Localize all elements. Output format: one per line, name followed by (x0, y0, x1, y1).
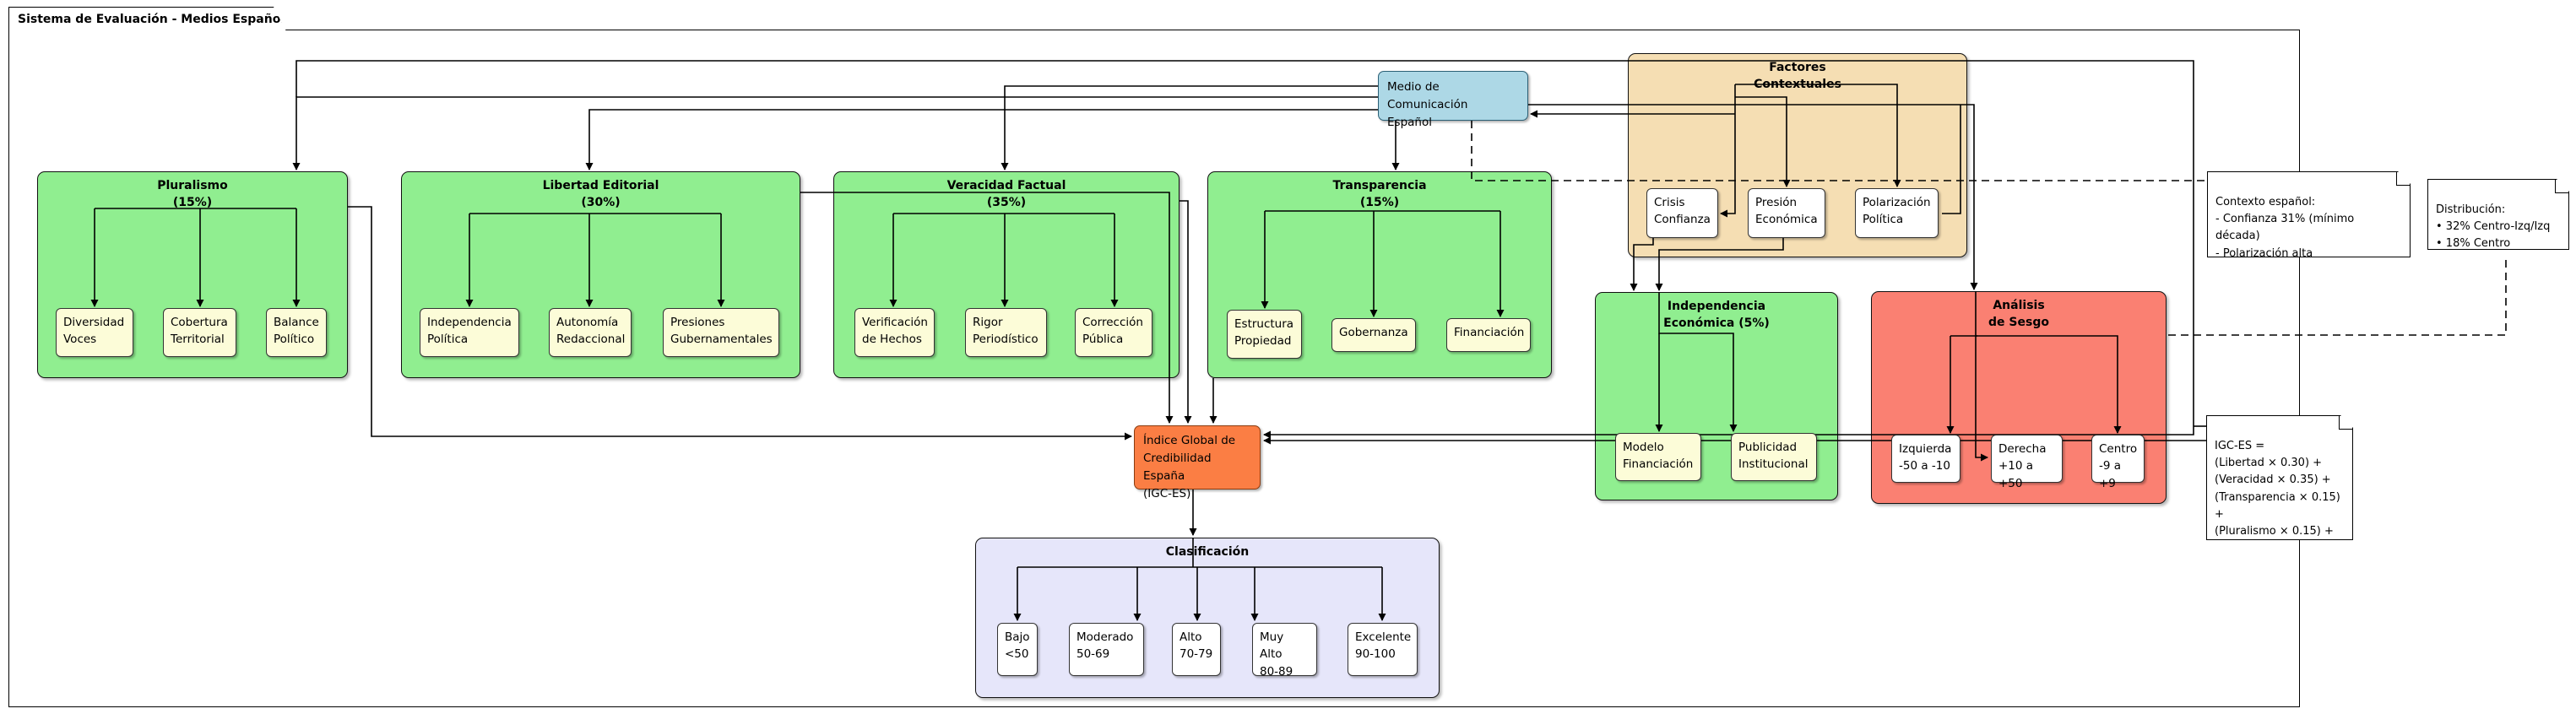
node-alto: Alto 70-79 (1172, 623, 1221, 676)
node-publicidad-institucional: Publicidad Institucional (1731, 433, 1817, 481)
group-sesgo-title: Análisis de Sesgo (1988, 299, 2049, 329)
node-balance-politico: Balance Político (266, 308, 327, 357)
node-gobernanza: Gobernanza (1331, 318, 1416, 352)
node-muy-alto: Muy Alto 80-89 (1252, 623, 1317, 679)
group-pluralismo-title: Pluralismo (15%) (157, 179, 228, 209)
node-independencia-politica: Independencia Política (420, 308, 519, 357)
node-modelo-financiacion: Modelo Financiación (1615, 433, 1701, 481)
node-polarizacion-politica: Polarización Política (1855, 188, 1939, 238)
group-factores-title: Factores Contextuales (1754, 61, 1841, 91)
note-fold-icon (2339, 416, 2352, 430)
node-rigor-periodistico: Rigor Periodístico (965, 308, 1047, 357)
note-contexto-espanol: Contexto español: - Confianza 31% (mínim… (2207, 171, 2411, 257)
diagram-frame (8, 30, 2300, 707)
node-presiones-gubernamentales: Presiones Gubernamentales (663, 308, 779, 357)
node-financiacion: Financiación (1446, 318, 1531, 352)
node-diversidad-voces: Diversidad Voces (56, 308, 133, 357)
note-distribucion-text: Distribución: • 32% Centro-Izq/Izq • 18%… (2436, 203, 2558, 268)
node-presion-economica: Presión Económica (1748, 188, 1825, 238)
note-formula-text: IGC-ES = (Libertad × 0.30) + (Veracidad … (2215, 440, 2345, 554)
igc-es-node: Índice Global de Credibilidad España (IG… (1134, 425, 1261, 500)
note-distribucion: Distribución: • 32% Centro-Izq/Izq • 18%… (2427, 179, 2569, 250)
note-fold-icon (2555, 180, 2568, 193)
medio-comunicacion-node: Medio de Comunicación Español (1378, 71, 1528, 129)
note-fold-icon (2396, 172, 2410, 186)
node-verificacion-de-hechos: Verificación de Hechos (854, 308, 935, 357)
note-igc-formula: IGC-ES = (Libertad × 0.30) + (Veracidad … (2206, 415, 2353, 540)
node-estructura-propiedad: Estructura Propiedad (1227, 310, 1302, 359)
group-transparencia-title: Transparencia (15%) (1332, 179, 1427, 209)
diagram-title-tab: Sistema de Evaluación - Medios Españoles (8, 7, 287, 31)
group-libertad-editorial-title: Libertad Editorial (30%) (542, 179, 659, 209)
node-excelente: Excelente 90-100 (1348, 623, 1418, 676)
node-bajo: Bajo <50 (997, 623, 1038, 676)
node-moderado: Moderado 50-69 (1069, 623, 1144, 676)
node-centro: Centro -9 a +9 (2091, 435, 2145, 490)
node-derecha: Derecha +10 a +50 (1991, 435, 2063, 490)
node-izquierda: Izquierda -50 a -10 (1891, 435, 1960, 483)
node-cobertura-territorial: Cobertura Territorial (163, 308, 236, 357)
group-veracidad-factual-title: Veracidad Factual (35%) (946, 179, 1066, 209)
node-correccion-publica: Corrección Pública (1075, 308, 1152, 357)
group-independencia-economica-title: Independencia Económica (5%) (1663, 300, 1770, 330)
node-crisis-confianza: Crisis Confianza (1646, 188, 1718, 238)
group-clasificacion-title: Clasificación (1165, 545, 1250, 559)
node-autonomia-redaccional: Autonomía Redaccional (549, 308, 632, 357)
